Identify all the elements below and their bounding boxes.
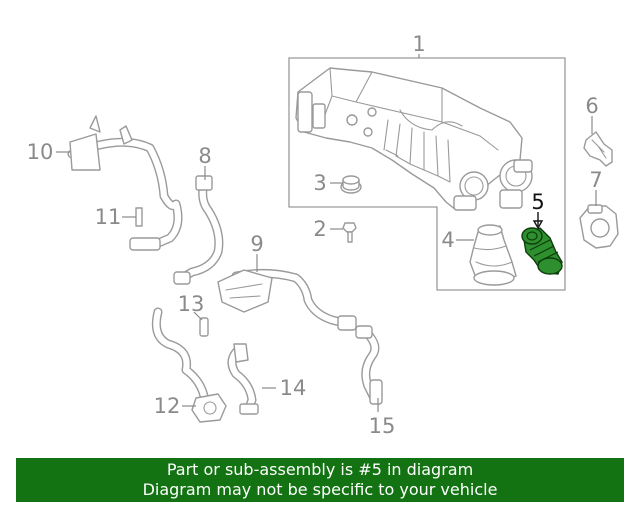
callout-9[interactable]: 9 — [250, 232, 263, 256]
hose-8-part[interactable] — [173, 175, 224, 285]
callout-2[interactable]: 2 — [313, 217, 326, 241]
sensor-valve-part[interactable] — [579, 204, 619, 249]
callout-15[interactable]: 15 — [369, 414, 396, 438]
callout-14[interactable]: 14 — [280, 376, 307, 400]
banner-line-1: Part or sub-assembly is #5 in diagram — [166, 460, 474, 479]
callout-5[interactable]: 5 — [531, 190, 544, 214]
callout-3[interactable]: 3 — [313, 171, 326, 195]
grommet-part[interactable] — [340, 175, 362, 194]
callout-11[interactable]: 11 — [95, 205, 122, 229]
bracket-part[interactable] — [583, 131, 613, 167]
callout-leaders — [56, 54, 597, 412]
intake-manifold-part[interactable] — [295, 67, 533, 211]
notice-banner-background — [16, 458, 624, 502]
callout-13[interactable]: 13 — [178, 292, 205, 316]
callout-1[interactable]: 1 — [412, 32, 425, 56]
clip-13-part[interactable] — [199, 317, 209, 337]
highlighted-coupler-part[interactable] — [521, 227, 563, 275]
callout-8[interactable]: 8 — [198, 144, 211, 168]
callout-6[interactable]: 6 — [585, 94, 598, 118]
hose-14-part[interactable] — [227, 343, 259, 415]
callout-7[interactable]: 7 — [589, 168, 602, 192]
bolt-part[interactable] — [342, 222, 357, 243]
banner-line-2: Diagram may not be specific to your vehi… — [142, 480, 498, 499]
hose-assembly-9-part[interactable] — [217, 268, 383, 405]
callout-10[interactable]: 10 — [27, 140, 54, 164]
hose-12-part[interactable] — [151, 307, 227, 423]
assembly-group-frame — [288, 57, 566, 291]
intake-hose-part[interactable] — [469, 224, 517, 286]
callout-4[interactable]: 4 — [441, 228, 454, 252]
coolant-hose-part[interactable] — [67, 115, 183, 251]
callout-12[interactable]: 12 — [154, 394, 181, 418]
notice-banner: Part or sub-assembly is #5 in diagram Di… — [16, 458, 624, 502]
